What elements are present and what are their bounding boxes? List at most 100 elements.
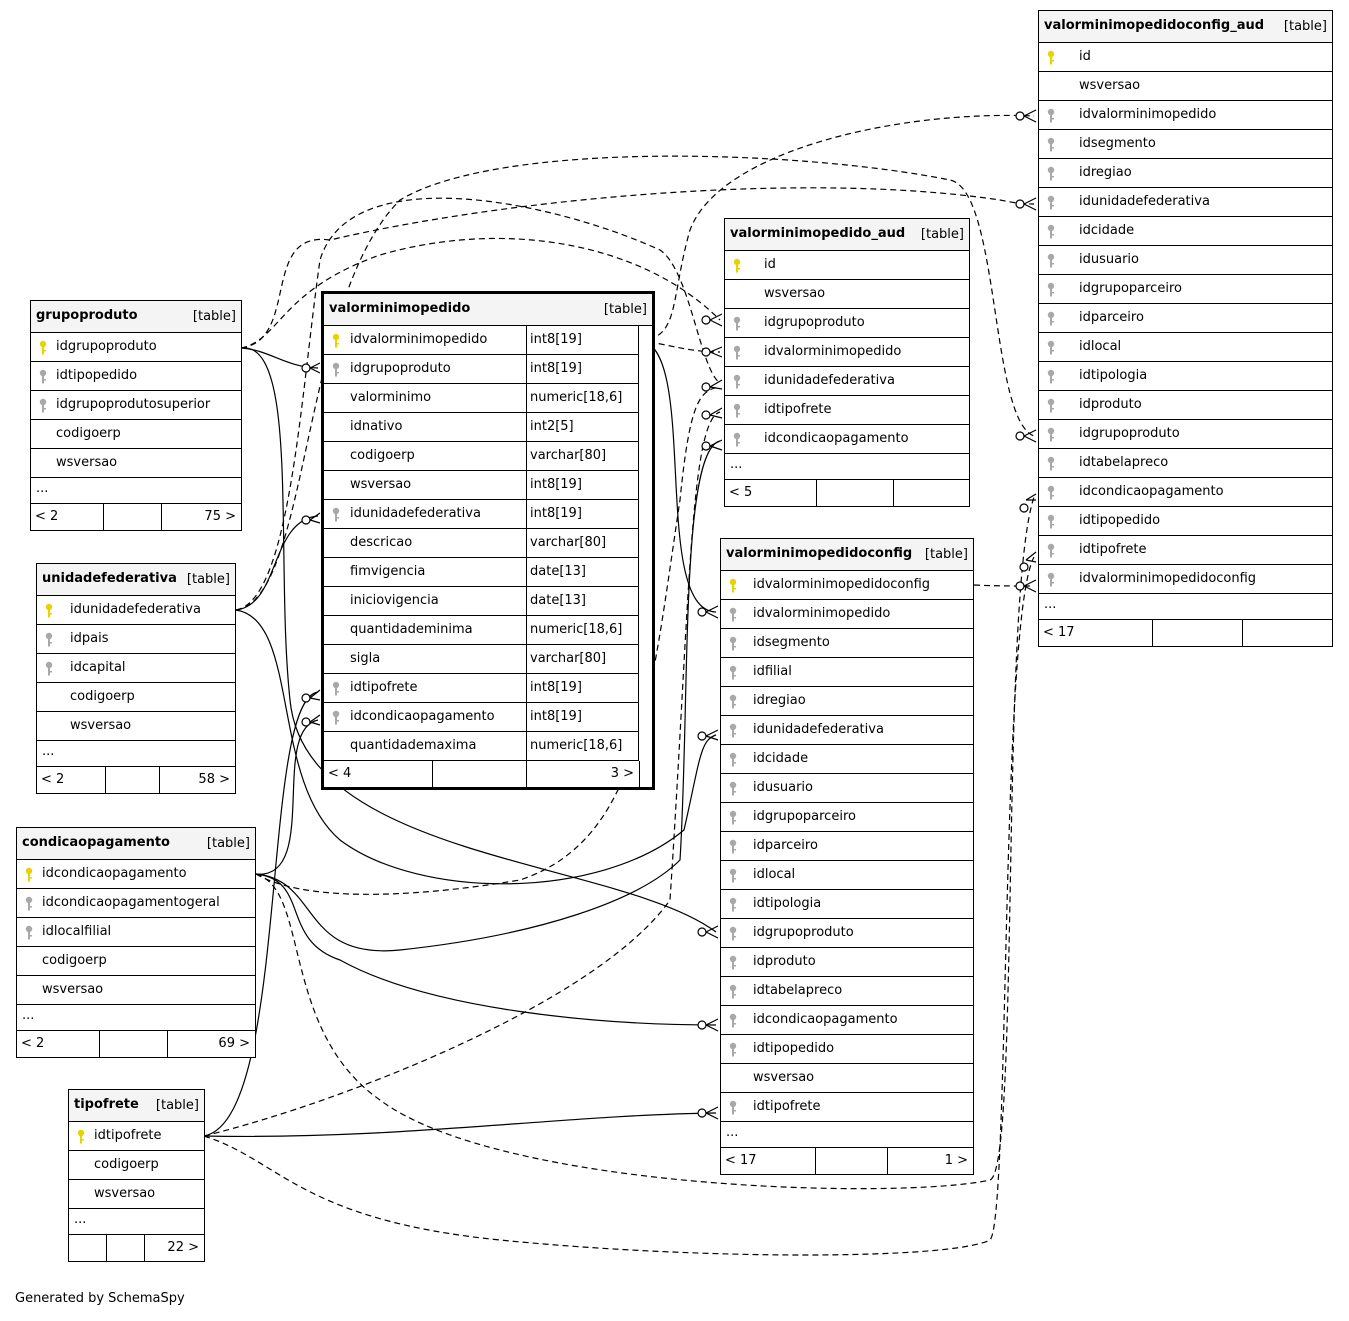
column-row[interactable]: idpais (37, 625, 235, 654)
column-row[interactable]: idtabelapreco (721, 977, 973, 1006)
column-row[interactable]: idtipofrete (721, 1093, 973, 1122)
column-row[interactable]: wsversao (37, 712, 235, 741)
column-row[interactable]: idlocalfilial (17, 918, 255, 947)
column-row[interactable]: idgrupoproduto (721, 919, 973, 948)
children-count[interactable]: 1 > (887, 1148, 973, 1174)
column-row[interactable]: idproduto (1039, 391, 1332, 420)
parents-count[interactable]: < 17 (1043, 625, 1075, 640)
column-row[interactable]: idunidadefederativa (37, 596, 235, 625)
table-valorminimopedido[interactable]: valorminimopedido [table] idvalorminimop… (321, 291, 655, 790)
column-row[interactable]: idcondicaopagamento (721, 1006, 973, 1035)
column-row[interactable]: idusuario (1039, 246, 1332, 275)
column-row[interactable]: idregiao (721, 687, 973, 716)
column-row[interactable]: idvalorminimopedido (725, 338, 969, 367)
column-row[interactable]: wsversao (31, 449, 241, 478)
parents-count[interactable]: < 2 (21, 1036, 45, 1051)
column-row[interactable]: id (1039, 43, 1332, 72)
column-row[interactable]: idvalorminimopedidoconfig (1039, 565, 1332, 594)
children-count[interactable]: 3 > (526, 761, 639, 787)
parents-count[interactable]: < 5 (729, 485, 753, 500)
parents-count[interactable]: < 2 (35, 509, 59, 524)
column-row[interactable]: idunidadefederativa (725, 367, 969, 396)
column-row[interactable]: idcondicaopagamento (1039, 478, 1332, 507)
column-row[interactable]: idcondicaopagamento (17, 860, 255, 889)
table-valorminimopedidoconfig[interactable]: valorminimopedidoconfig [table] idvalorm… (720, 538, 974, 1175)
column-row[interactable]: idvalorminimopedido (721, 600, 973, 629)
parents-count[interactable]: < 17 (725, 1153, 757, 1168)
column-row[interactable]: codigoerp (17, 947, 255, 976)
column-row[interactable]: idtipologia (721, 890, 973, 919)
column-row[interactable]: idvalorminimopedido (1039, 101, 1332, 130)
column-row[interactable]: idtipopedido (1039, 507, 1332, 536)
column-row[interactable]: idlocal (721, 861, 973, 890)
column-row[interactable]: idparceiro (721, 832, 973, 861)
parents-count[interactable]: < 4 (328, 766, 352, 781)
column-row[interactable]: idgrupoproduto (725, 309, 969, 338)
column-row[interactable]: idtipofrete (725, 396, 969, 425)
column-row[interactable]: idtipopedido (721, 1035, 973, 1064)
column-row[interactable]: codigoerp (31, 420, 241, 449)
column-row[interactable]: idproduto (721, 948, 973, 977)
column-row[interactable]: idunidadefederativa (721, 716, 973, 745)
column-row[interactable]: idcapital (37, 654, 235, 683)
column-row[interactable]: idcidade (1039, 217, 1332, 246)
table-unidadefederativa[interactable]: unidadefederativa [table] idunidadefeder… (36, 563, 236, 794)
column-row[interactable]: idregiao (1039, 159, 1332, 188)
column-row[interactable]: idcondicaopagamentogeral (17, 889, 255, 918)
column-row[interactable]: idgrupoproduto (1039, 420, 1332, 449)
column-row[interactable]: codigoerp (69, 1151, 204, 1180)
column-row[interactable]: wsversao (721, 1064, 973, 1093)
column-row[interactable]: id (725, 251, 969, 280)
parents-count[interactable]: < 2 (41, 772, 65, 787)
column-row[interactable]: wsversao (725, 280, 969, 309)
column-row[interactable]: codigoerp (37, 683, 235, 712)
column-row[interactable]: idgrupoprodutosuperior (31, 391, 241, 420)
column-row[interactable]: idtipologia (1039, 362, 1332, 391)
parents-count[interactable] (69, 1235, 106, 1261)
column-row[interactable]: idsegmento (1039, 130, 1332, 159)
column-row[interactable]: idfilial (721, 658, 973, 687)
column-row[interactable]: wsversao (69, 1180, 204, 1209)
column-row[interactable]: wsversao (17, 976, 255, 1005)
table-condicaopagamento[interactable]: condicaopagamento [table] idcondicaopaga… (16, 827, 256, 1058)
column-row[interactable]: idusuario (721, 774, 973, 803)
column-row[interactable]: idtipofrete (1039, 536, 1332, 565)
children-count[interactable]: 58 > (159, 767, 235, 793)
column-row[interactable]: idlocal (1039, 333, 1332, 362)
column-row[interactable]: idgrupoparceiro (1039, 275, 1332, 304)
column-row[interactable]: idunidadefederativa (1039, 188, 1332, 217)
column-row[interactable]: idtabelapreco (1039, 449, 1332, 478)
column-row[interactable]: idtipopedido (31, 362, 241, 391)
column-row[interactable]: wsversao (1039, 72, 1332, 101)
column-row[interactable]: idcidade (721, 745, 973, 774)
column-row[interactable]: idparceiro (1039, 304, 1332, 333)
column-row[interactable]: idgrupoparceiro (721, 803, 973, 832)
column-row[interactable]: idvalorminimopedidoconfig (721, 571, 973, 600)
children-count[interactable]: 22 > (144, 1235, 204, 1261)
column-row[interactable]: idgrupoproduto (31, 333, 241, 362)
children-count[interactable]: 75 > (161, 504, 241, 530)
column-row[interactable]: idsegmento (721, 629, 973, 658)
column-row[interactable]: idtipofrete (69, 1122, 204, 1151)
column-row[interactable]: idcondicaopagamento (725, 425, 969, 454)
children-count[interactable]: 69 > (167, 1031, 255, 1057)
